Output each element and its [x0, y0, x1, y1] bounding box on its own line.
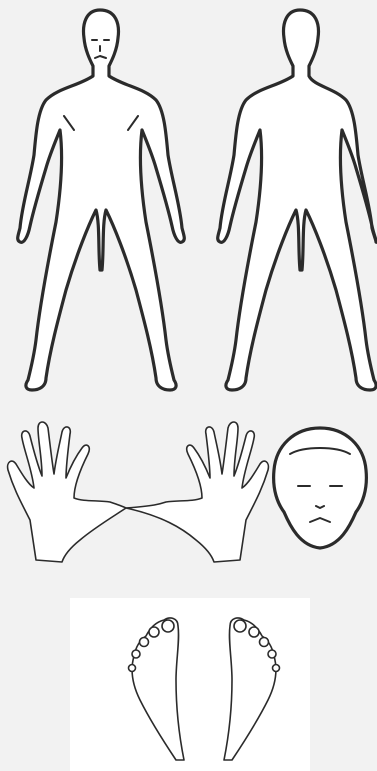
- right-hand-outline: [126, 422, 268, 562]
- left-foot-toe-2: [149, 627, 159, 637]
- left-foot-toe-1: [162, 620, 174, 632]
- left-foot-toe-3: [140, 638, 149, 647]
- hands-figure: [8, 422, 269, 562]
- face-outline: [274, 428, 367, 548]
- body-back-outline: [218, 10, 377, 390]
- left-foot-toe-5: [129, 665, 136, 672]
- right-foot-toe-2: [249, 627, 259, 637]
- right-foot-toe-5: [273, 665, 280, 672]
- right-foot-toe-3: [260, 638, 269, 647]
- left-foot-toe-4: [132, 650, 140, 658]
- body-front-figure: [18, 10, 185, 390]
- left-hand-outline: [8, 422, 126, 562]
- body-back-figure: [218, 10, 377, 390]
- face-figure: [274, 428, 367, 548]
- feet-figure: [129, 618, 280, 760]
- right-foot-toe-1: [234, 620, 246, 632]
- body-front-outline: [18, 10, 185, 390]
- right-foot-toe-4: [268, 650, 276, 658]
